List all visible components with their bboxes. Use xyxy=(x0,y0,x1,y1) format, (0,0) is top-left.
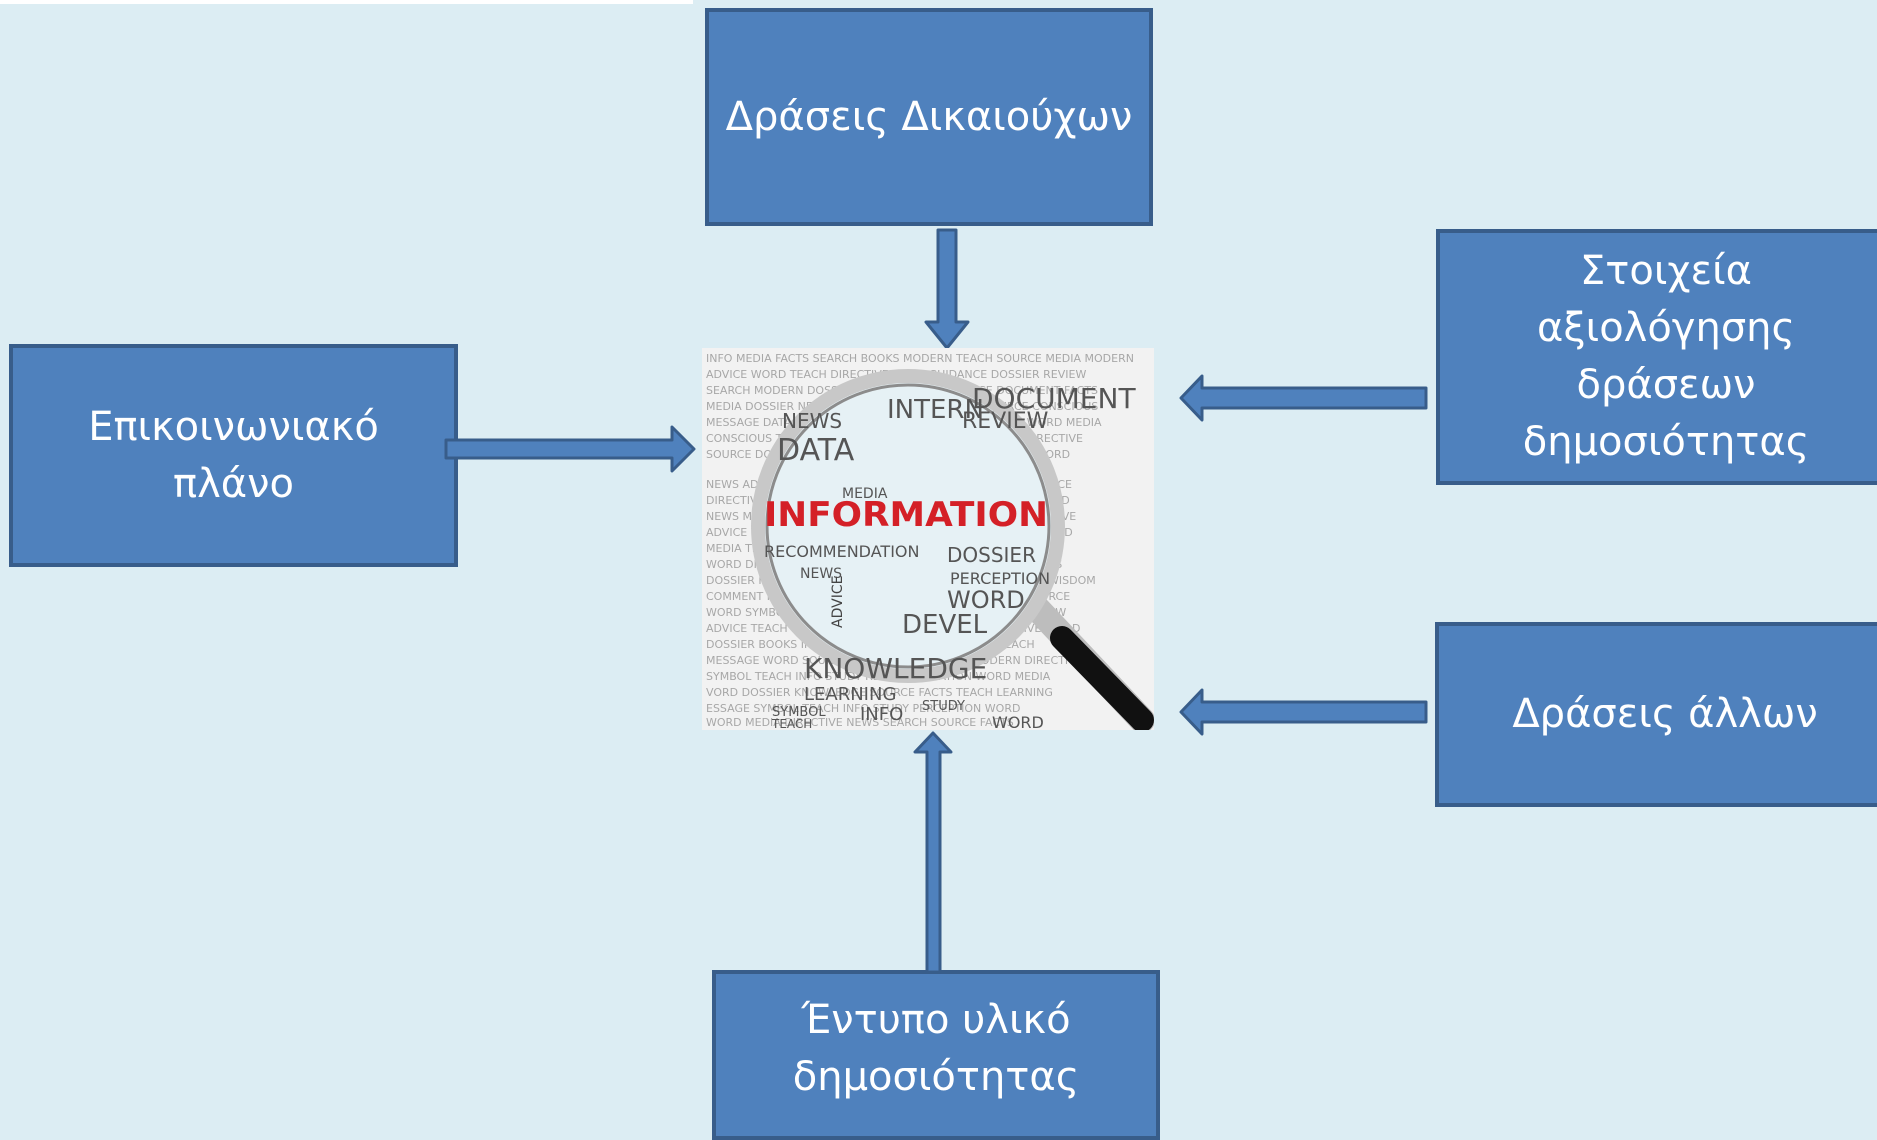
lens-word: NEWS xyxy=(782,409,842,433)
lens-word: INTERN xyxy=(887,395,984,425)
node-label: Δράσεις άλλων xyxy=(1512,691,1818,737)
lens-word: REVIEW xyxy=(962,409,1049,434)
svg-text:VORD DOSSIER KNOWLEDGE SOURCE: VORD DOSSIER KNOWLEDGE SOURCE FACTS TEAC… xyxy=(706,686,1053,699)
lens-word: TEACH xyxy=(771,717,812,730)
lens-word: LEARNING xyxy=(804,684,896,705)
node-evaluation-data: Στοιχεία αξιολόγησης δράσεων δημοσιότητα… xyxy=(1436,229,1877,485)
lens-word: DATA xyxy=(777,433,855,468)
arrow-up xyxy=(913,731,953,974)
lens-word: WORD xyxy=(947,586,1025,614)
connector-arrows xyxy=(444,228,1428,974)
svg-text:INFO MEDIA FACTS SEARCH BOOKS: INFO MEDIA FACTS SEARCH BOOKS MODERN TEA… xyxy=(706,352,1134,365)
node-label: Επικοινωνιακό πλάνο xyxy=(88,403,379,507)
node-label: Στοιχεία αξιολόγησης δράσεων δημοσιότητα… xyxy=(1522,248,1810,465)
lens-word: KNOWLEDGE xyxy=(804,652,987,685)
lens-word: DEVEL xyxy=(902,610,988,640)
information-magnifier-image: INFO MEDIA FACTS SEARCH BOOKS MODERN TEA… xyxy=(702,348,1154,730)
arrow-right xyxy=(444,425,696,473)
lens-word: RECOMMENDATION xyxy=(764,542,919,561)
svg-text:ESSAGE SYMBOL TEACH INFO STUDY: ESSAGE SYMBOL TEACH INFO STUDY PERCEPTIO… xyxy=(706,702,1020,715)
lens-word: PERCEPTION xyxy=(950,569,1050,588)
lens-word: INFO xyxy=(860,704,903,725)
lens-word: NEWS xyxy=(800,566,842,582)
svg-text:WORD MEDIA DIRECTIVE NEWS SEAR: WORD MEDIA DIRECTIVE NEWS SEARCH SOURCE … xyxy=(706,716,1014,729)
node-label: Δράσεις Δικαιούχων xyxy=(725,93,1133,140)
lens-word: DOCUMENT xyxy=(972,382,1136,415)
node-label: Έντυπο υλικό δημοσιότητας xyxy=(792,997,1080,1100)
lens-word: DOSSIER xyxy=(947,543,1036,567)
node-beneficiary-actions: Δράσεις Δικαιούχων xyxy=(705,8,1153,226)
lens-word: STUDY xyxy=(922,699,965,714)
arrow-down xyxy=(924,228,970,350)
lens-word: ADVICE xyxy=(830,576,846,628)
lens-word: WORD xyxy=(992,713,1044,730)
lens-word: SYMBOL xyxy=(772,705,826,720)
magnifying-glass-icon xyxy=(751,369,1154,730)
arrow-left-lower xyxy=(1179,688,1428,736)
arrow-left-upper xyxy=(1179,374,1428,422)
node-communication-plan: Επικοινωνιακό πλάνο xyxy=(9,344,458,567)
node-others-actions: Δράσεις άλλων xyxy=(1435,622,1877,807)
information-caption: INFORMATION xyxy=(764,495,1048,535)
top-edge-strip xyxy=(0,0,693,4)
lens-word: MEDIA xyxy=(842,486,888,502)
